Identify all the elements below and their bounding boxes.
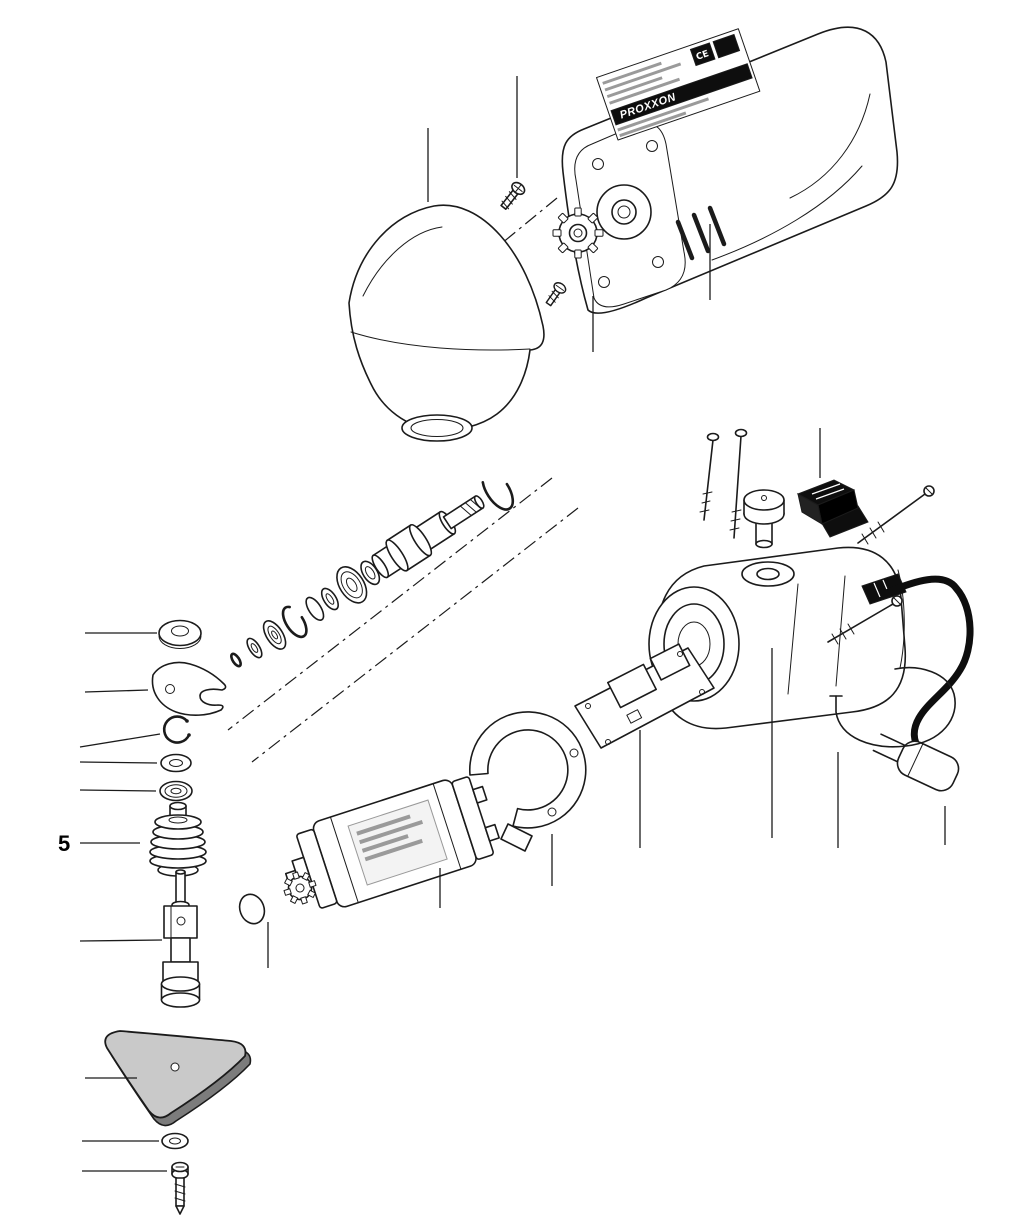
motor-cradle-clamp (468, 711, 587, 852)
leader-line (79, 761, 158, 764)
leader-line (79, 733, 161, 748)
cap-knob (743, 489, 785, 549)
leader-lines (79, 76, 946, 1172)
front-bearing-coupling (552, 207, 604, 259)
ce-mark-label: CE (695, 49, 710, 63)
housing-screw-small-front (545, 282, 567, 307)
drive-shaft-assembly (230, 469, 515, 668)
seal-ring (262, 620, 287, 650)
leader-line (79, 789, 157, 792)
flat-washer-left (160, 753, 192, 773)
motor (284, 776, 500, 909)
bellows-seal (149, 801, 207, 877)
nameplate: CE PROXXON (596, 28, 761, 141)
shaft-washer-2 (320, 587, 339, 611)
ball-bearing-left (159, 780, 193, 802)
wire-clip (829, 666, 956, 748)
thrust-washer-top (158, 619, 202, 649)
spindle (160, 869, 201, 1008)
housing-screw-small-top (500, 181, 526, 210)
sanding-pad (104, 1030, 252, 1127)
ce-mark-box (689, 42, 716, 67)
gear-shaft (371, 495, 485, 579)
pinion-gear (283, 871, 317, 905)
retaining-ring-large (481, 469, 515, 511)
assembly-screw-long-3 (857, 485, 935, 545)
leader-line (84, 689, 149, 693)
shaft-ball-bearing (336, 566, 368, 604)
callout-label-5: 5 (58, 831, 70, 856)
fork-lever (151, 661, 227, 716)
assembly-screw-long-1 (699, 432, 720, 521)
assembly-screw-long-4 (827, 595, 903, 645)
power-switch (796, 479, 869, 538)
head-cover (348, 204, 545, 442)
o-ring-shaft (305, 596, 325, 621)
o-ring-small (230, 652, 242, 668)
leader-line (79, 939, 163, 942)
rubber-bushing (238, 893, 266, 925)
pad-washer (161, 1132, 189, 1150)
circuit-board (574, 643, 715, 749)
power-plug (872, 733, 960, 792)
approval-mark-box (712, 33, 741, 59)
assembly-screw-long-2 (729, 428, 748, 539)
vent-slats (675, 205, 727, 261)
pad-screw (171, 1161, 189, 1215)
shaft-washer (246, 637, 263, 659)
cord-strain-relief (861, 573, 907, 605)
main-housing-shell (561, 26, 899, 314)
brand-band (610, 63, 753, 126)
retaining-ring-left (162, 715, 191, 744)
retaining-ring-shaft (281, 605, 308, 639)
